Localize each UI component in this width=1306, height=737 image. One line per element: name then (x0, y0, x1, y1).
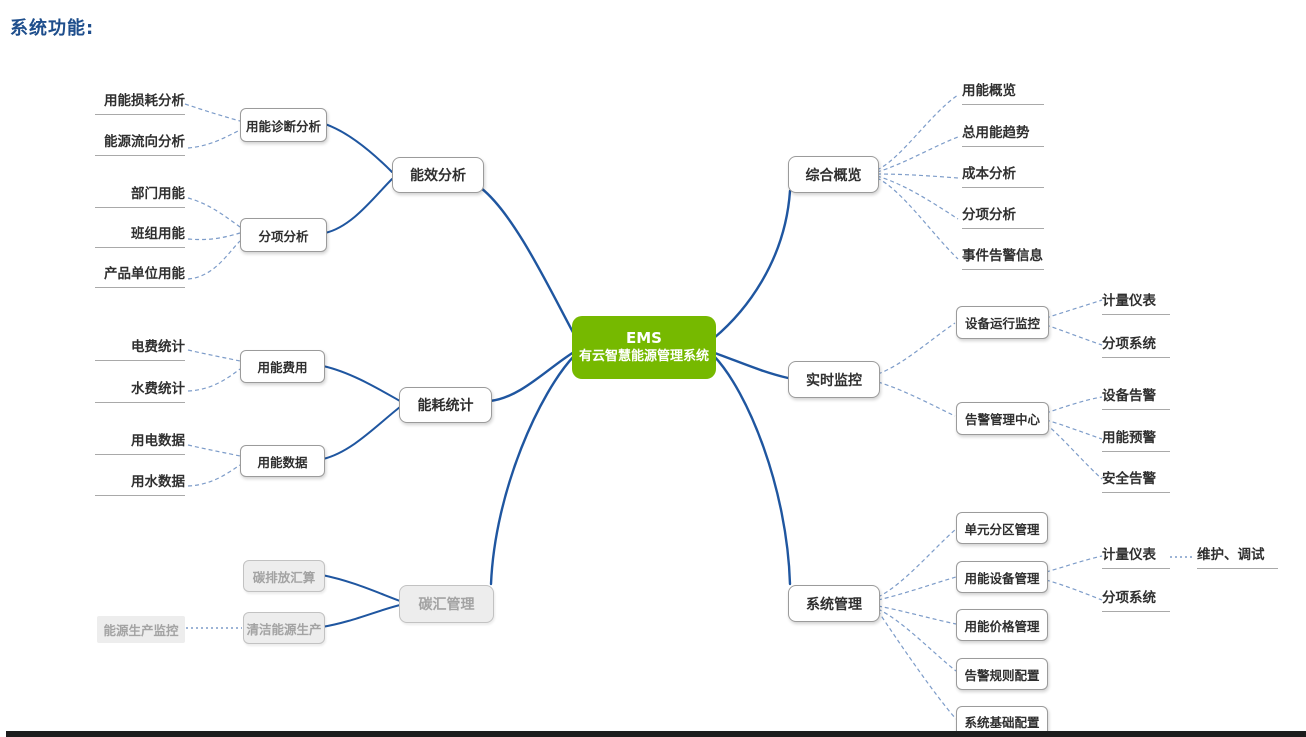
branch-realtime-monitoring[interactable]: 实时监控 (788, 361, 880, 398)
leaf-energy-production-monitoring[interactable]: 能源生产监控 (97, 616, 185, 643)
branch-carbon-sink-management[interactable]: 碳汇管理 (399, 585, 494, 623)
root-subtitle: 有云智慧能源管理系统 (578, 349, 709, 364)
leaf-team-energy[interactable]: 班组用能 (95, 226, 185, 248)
branch-energy-consumption-statistics[interactable]: 能耗统计 (399, 387, 492, 423)
leaf-energy-warning[interactable]: 用能预警 (1102, 430, 1170, 452)
bottom-divider-bar (6, 731, 1306, 737)
branch-system-management[interactable]: 系统管理 (788, 585, 880, 622)
solid-branch-connectors (321, 123, 792, 628)
node-energy-cost[interactable]: 用能费用 (240, 350, 325, 383)
leaf-subitem-system-monitor[interactable]: 分项系统 (1102, 336, 1170, 358)
branch-energy-efficiency-analysis[interactable]: 能效分析 (392, 157, 484, 193)
leaf-total-energy-trend[interactable]: 总用能趋势 (962, 125, 1044, 147)
branch-comprehensive-overview[interactable]: 综合概览 (788, 156, 879, 193)
node-energy-price-management[interactable]: 用能价格管理 (956, 609, 1048, 641)
node-clean-energy-production[interactable]: 清洁能源生产 (243, 612, 325, 644)
node-energy-device-management[interactable]: 用能设备管理 (956, 561, 1048, 593)
leaf-device-alarm[interactable]: 设备告警 (1102, 388, 1170, 410)
node-carbon-emission-calculation[interactable]: 碳排放汇算 (243, 560, 325, 592)
leaf-water-data[interactable]: 用水数据 (95, 474, 185, 496)
root-node-ems[interactable]: EMS 有云智慧能源管理系统 (572, 316, 716, 379)
leaf-cost-analysis[interactable]: 成本分析 (962, 166, 1044, 188)
node-alarm-management-center[interactable]: 告警管理中心 (956, 402, 1049, 435)
node-energy-diagnosis-analysis[interactable]: 用能诊断分析 (240, 108, 327, 142)
leaf-metering-instrument-device[interactable]: 计量仪表 (1102, 547, 1170, 569)
leaf-water-fee-statistics[interactable]: 水费统计 (95, 381, 185, 403)
leaf-electricity-data[interactable]: 用电数据 (95, 433, 185, 455)
leaf-subitem-system-device[interactable]: 分项系统 (1102, 590, 1170, 612)
leaf-energy-flow-analysis[interactable]: 能源流向分析 (95, 134, 185, 156)
leaf-event-alarm-info[interactable]: 事件告警信息 (962, 248, 1044, 270)
leaf-maintenance-debug[interactable]: 维护、调试 (1197, 547, 1278, 569)
node-unit-zone-management[interactable]: 单元分区管理 (956, 512, 1048, 544)
dashed-leaf-connectors (184, 94, 1194, 720)
leaf-metering-instrument-monitor[interactable]: 计量仪表 (1102, 293, 1170, 315)
leaf-department-energy[interactable]: 部门用能 (95, 186, 185, 208)
leaf-electricity-fee-statistics[interactable]: 电费统计 (95, 339, 185, 361)
leaf-safety-alarm[interactable]: 安全告警 (1102, 471, 1170, 493)
page-title: 系统功能: (10, 18, 95, 39)
node-subitem-analysis-left[interactable]: 分项分析 (240, 218, 327, 252)
leaf-energy-loss-analysis[interactable]: 用能损耗分析 (95, 93, 185, 115)
leaf-product-unit-energy[interactable]: 产品单位用能 (95, 266, 185, 288)
leaf-subitem-analysis-right[interactable]: 分项分析 (962, 207, 1044, 229)
node-alarm-rule-config[interactable]: 告警规则配置 (956, 658, 1048, 690)
leaf-energy-overview[interactable]: 用能概览 (962, 83, 1044, 105)
root-title: EMS (626, 329, 662, 347)
node-device-operation-monitoring[interactable]: 设备运行监控 (956, 306, 1049, 339)
node-energy-data[interactable]: 用能数据 (240, 445, 325, 477)
